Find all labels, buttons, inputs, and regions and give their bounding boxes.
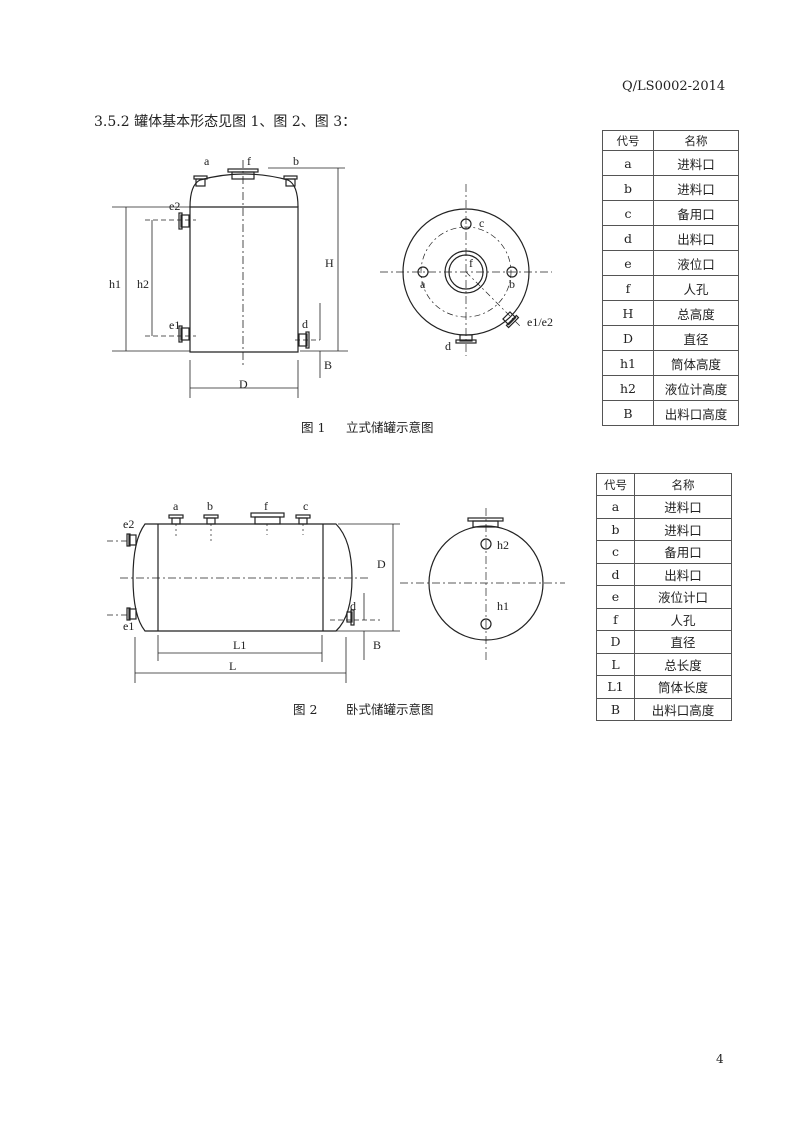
fig2-label-D: D [377,557,386,571]
fig1-caption-number: 图 1 [301,420,326,435]
name-cell: 进料口 [634,495,732,519]
name-cell: 筒体长度 [634,675,732,699]
name-cell: 人孔 [634,607,732,631]
fig1-label-d: d [302,317,308,331]
fig1-plan-label-c: c [479,216,485,230]
code-cell: f [602,275,654,301]
fig2-label-c: c [303,499,309,513]
code-cell: c [596,540,635,564]
fig1-label-B: B [324,358,333,372]
fig2-label-L: L [229,659,237,673]
code-cell: h2 [602,375,654,401]
name-cell: 液位口 [653,250,739,276]
fig1-plan-label-a: a [420,277,426,291]
page-number: 4 [716,1052,724,1066]
fig1-label-b: b [293,154,299,168]
table-header: 代号 [602,130,654,151]
fig1-plan-label-e: e1/e2 [527,315,553,329]
fig1-label-D: D [239,377,248,391]
fig2-label-d: d [350,599,356,613]
name-cell: 出料口高度 [634,697,732,721]
fig1-label-h1: h1 [109,277,121,291]
code-cell: b [602,175,654,201]
fig2-label-L1: L1 [233,638,247,652]
code-cell: a [596,495,635,519]
fig2-label-h2: h2 [497,538,509,552]
fig1-label-h2: h2 [137,277,149,291]
code-cell: b [596,517,635,541]
name-cell: 液位计高度 [653,375,739,401]
fig2-label-e2: e2 [123,517,135,531]
name-cell: 备用口 [653,200,739,226]
code-cell: D [602,325,654,351]
table-header: 代号 [596,473,635,496]
code-cell: d [596,562,635,586]
fig2-label-h1: h1 [497,599,509,613]
fig1-label-a: a [204,154,210,168]
code-cell: L1 [596,675,635,699]
fig2-caption-title: 卧式储罐示意图 [346,702,434,717]
name-cell: 出料口高度 [653,400,739,426]
fig1-label-H: H [325,256,334,270]
fig1-label-e2: e2 [169,199,181,213]
name-cell: 总长度 [634,652,732,676]
fig2-label-f: f [264,499,268,513]
name-cell: 直径 [653,325,739,351]
fig2-label-b: b [207,499,213,513]
code-cell: a [602,150,654,176]
code-cell: L [596,652,635,676]
fig1-label-f: f [247,154,251,168]
fig2-label-e1: e1 [123,619,135,633]
name-cell: 筒体高度 [653,350,739,376]
name-cell: 液位计口 [634,585,732,609]
fig1-plan-label-f: f [469,256,473,270]
section-heading: 3.5.2 罐体基本形态见图 1、图 2、图 3： [94,114,357,130]
code-cell: D [596,630,635,654]
fig1-plan-label-d: d [445,339,451,353]
fig2-label-B: B [373,638,382,652]
name-cell: 进料口 [653,150,739,176]
code-cell: B [596,697,635,721]
name-cell: 出料口 [653,225,739,251]
name-cell: 备用口 [634,540,732,564]
name-cell: 进料口 [634,517,732,541]
fig1-label-e1: e1 [169,318,181,332]
doc-code: Q/LS0002-2014 [622,79,726,94]
fig2-caption-number: 图 2 [293,702,318,717]
name-cell: 直径 [634,630,732,654]
fig1-caption-title: 立式储罐示意图 [346,420,434,435]
name-cell: 出料口 [634,562,732,586]
code-cell: e [596,585,635,609]
code-cell: f [596,607,635,631]
table-header: 名称 [634,473,732,496]
fig2-label-a: a [173,499,179,513]
fig1-plan-label-b: b [509,277,515,291]
